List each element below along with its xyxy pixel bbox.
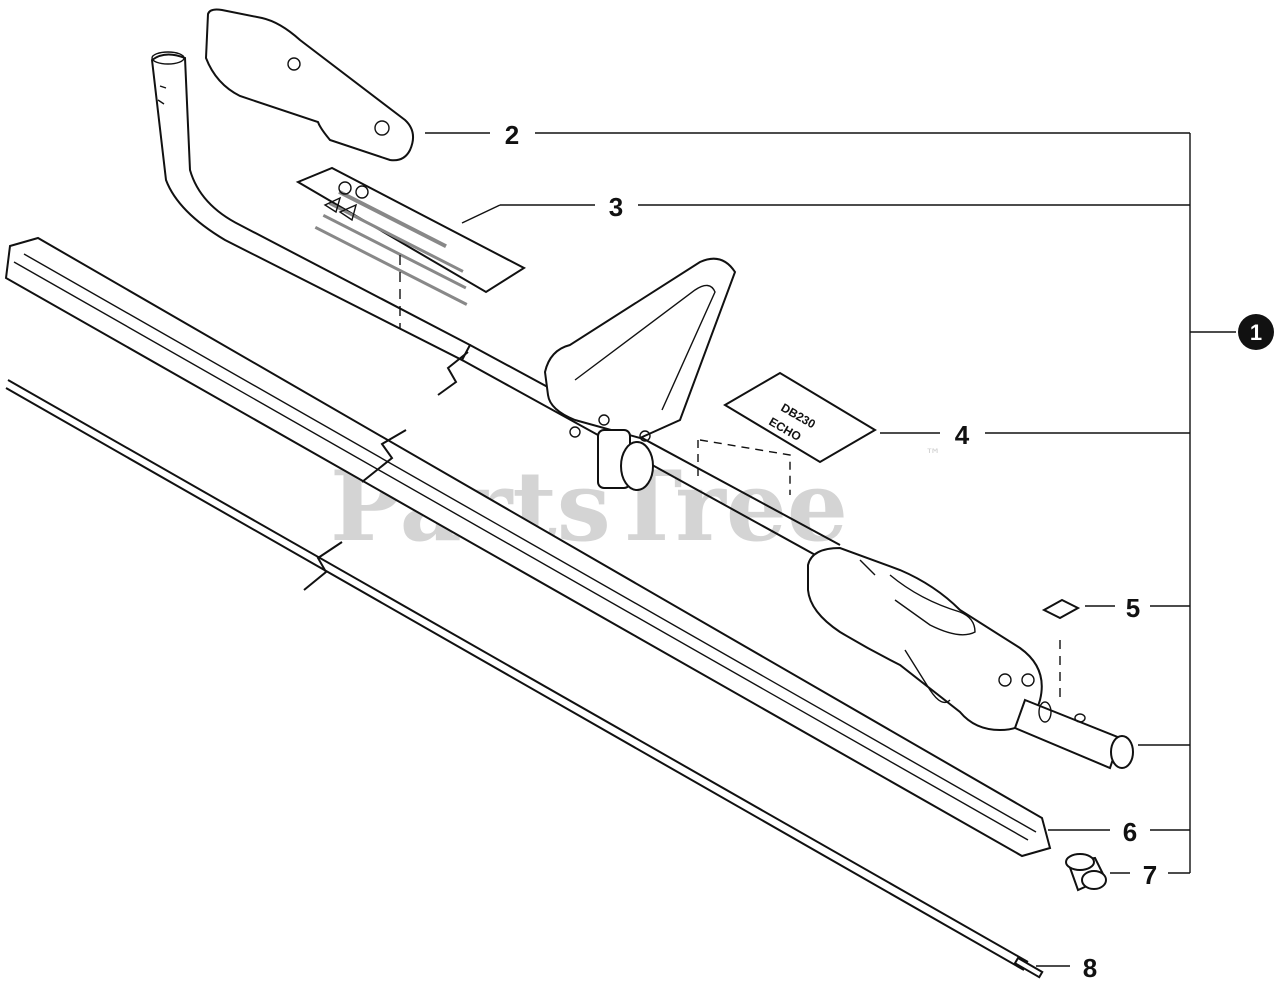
assembly-badge[interactable]: 1: [1238, 314, 1274, 350]
part-upper-bent-bar[interactable]: [150, 51, 472, 362]
callout-leader-lines: [425, 132, 1236, 967]
part-loop-handle[interactable]: [543, 257, 737, 491]
assembly-number: 1: [1250, 320, 1262, 345]
part-model-decal[interactable]: DB230 ECHO: [697, 371, 877, 495]
watermark-trademark: ™: [925, 445, 941, 464]
part-guard-plate[interactable]: [204, 8, 415, 162]
callout-5[interactable]: 5: [1126, 593, 1140, 623]
callout-4[interactable]: 4: [955, 420, 970, 450]
callout-8[interactable]: 8: [1083, 953, 1097, 983]
part-drive-shaft[interactable]: [5, 379, 1044, 979]
callout-2[interactable]: 2: [505, 120, 519, 150]
part-warning-label[interactable]: [295, 166, 527, 328]
part-outer-tube[interactable]: [4, 236, 1052, 858]
part-rear-tube[interactable]: [1013, 698, 1134, 770]
part-small-label[interactable]: [1041, 598, 1081, 702]
callout-6[interactable]: 6: [1123, 817, 1137, 847]
callout-7[interactable]: 7: [1143, 860, 1157, 890]
part-bushing[interactable]: [1065, 853, 1107, 892]
callout-3[interactable]: 3: [609, 192, 623, 222]
